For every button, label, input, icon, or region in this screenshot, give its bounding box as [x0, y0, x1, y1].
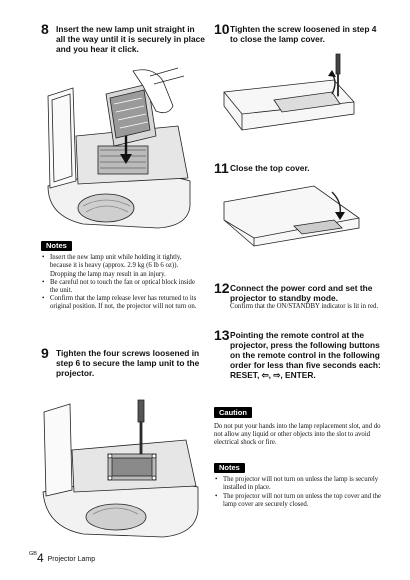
lamp-insert-illustration — [38, 66, 198, 236]
step-11: 11 Close the top cover. — [214, 160, 386, 176]
step-text: Connect the power cord and set the proje… — [230, 283, 373, 303]
step-13: 13 Pointing the remote control at the pr… — [214, 327, 386, 380]
caution-label: Caution — [214, 407, 252, 418]
step-10: 10 Tighten the screw loosened in step 4 … — [214, 21, 386, 44]
note-item: Confirm that the lamp release lever has … — [41, 295, 201, 311]
page-number: 4 — [36, 551, 44, 565]
notes-label: Notes — [214, 463, 245, 474]
step-number: 8 — [41, 21, 49, 37]
note-item: Be careful not to touch the fan or optic… — [41, 279, 201, 295]
step-12-detail: Confirm that the ON/STANDBY indicator is… — [230, 303, 379, 310]
step-number: 9 — [41, 345, 49, 361]
lamp-cover-illustration — [214, 52, 364, 147]
step-text: Insert the new lamp unit straight in all… — [56, 24, 205, 54]
step-text: Close the top cover. — [230, 163, 310, 173]
note-item: The projector will not turn on unless th… — [214, 476, 386, 492]
step-number: 11 — [214, 160, 229, 176]
notes-label: Notes — [41, 241, 72, 252]
page-prefix: GB — [29, 551, 37, 557]
note-item: The projector will not turn on unless th… — [214, 493, 386, 509]
caution-text: Do not put your hands into the lamp repl… — [214, 423, 381, 447]
step-number: 13 — [214, 327, 230, 343]
step-text: Tighten the screw loosened in step 4 to … — [230, 24, 377, 44]
caution-block: Caution Do not put your hands into the l… — [214, 402, 386, 448]
step-text: Pointing the remote control at the proje… — [230, 330, 381, 380]
notes-block-2: Notes The projector will not turn on unl… — [214, 463, 386, 509]
top-cover-illustration — [214, 180, 364, 260]
step-number: 10 — [214, 21, 230, 37]
section-title: Projector Lamp — [47, 556, 96, 563]
step-text: Tighten the four screws loosened in step… — [56, 348, 200, 378]
step-9: 9 Tighten the four screws loosened in st… — [41, 345, 206, 378]
screw-tighten-illustration — [38, 392, 203, 542]
step-8: 8 Insert the new lamp unit straight in a… — [41, 21, 206, 54]
note-item: Insert the new lamp unit while holding i… — [41, 254, 201, 279]
notes-block-1: Notes Insert the new lamp unit while hol… — [41, 241, 201, 312]
step-number: 12 — [214, 280, 230, 296]
step-12: 12 Connect the power cord and set the pr… — [214, 280, 386, 311]
